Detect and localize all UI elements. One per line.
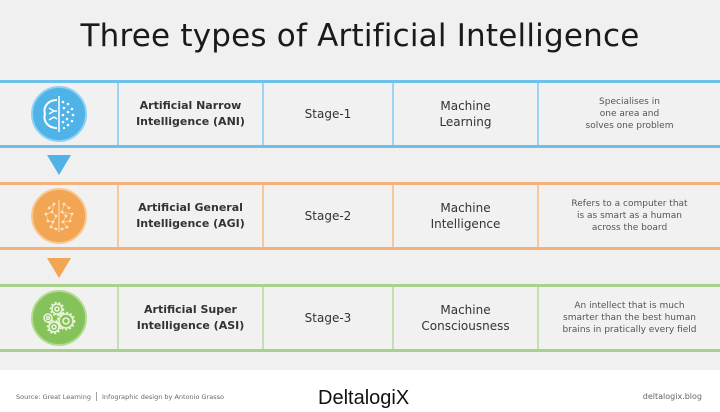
technology-cell: Machine Learning (394, 83, 539, 145)
stage-label: Stage-2 (304, 209, 352, 223)
description-text: Specialises in one area and solves one p… (585, 97, 674, 131)
technology-cell: Machine Consciousness (394, 287, 539, 349)
description-cell: An intellect that is much smarter than t… (539, 287, 720, 349)
page-title: Three types of Artificial Intelligence (80, 18, 640, 54)
ai-type-cell: Artificial Narrow Intelligence (ANI) (119, 83, 264, 145)
icon-cell (0, 83, 119, 145)
separator: | (94, 392, 99, 402)
ai-type-cell: Artificial Super Intelligence (ASI) (119, 287, 264, 349)
down-arrow-icon (47, 155, 71, 175)
ai-type-name: Artificial Narrow Intelligence (ANI) (136, 99, 245, 128)
table-row-asi: Artificial Super Intelligence (ASI) Stag… (0, 284, 720, 352)
ai-type-cell: Artificial General Intelligence (AGI) (119, 185, 264, 247)
description-cell: Specialises in one area and solves one p… (539, 83, 720, 145)
stage-cell: Stage-3 (264, 287, 394, 349)
brain-circuit-icon (30, 86, 87, 142)
description-text: Refers to a computer that is as smart as… (571, 199, 688, 233)
description-cell: Refers to a computer that is as smart as… (539, 185, 720, 247)
description-text: An intellect that is much smarter than t… (562, 301, 697, 335)
icon-cell (0, 287, 119, 349)
technology-label: Machine Consciousness (421, 303, 510, 333)
stage-cell: Stage-1 (264, 83, 394, 145)
ai-type-name: Artificial Super Intelligence (ASI) (136, 303, 245, 332)
gears-icon (30, 290, 87, 346)
ai-type-name: Artificial General Intelligence (AGI) (136, 201, 245, 230)
stage-label: Stage-1 (304, 107, 352, 121)
technology-label: Machine Intelligence (430, 201, 501, 231)
brain-network-icon (30, 188, 87, 244)
down-arrow-icon (47, 258, 71, 278)
stage-label: Stage-3 (304, 311, 352, 325)
icon-cell (0, 185, 119, 247)
site-link[interactable]: deltalogix.blog (642, 392, 702, 401)
footer: Source: Great Learning|Infographic desig… (0, 370, 720, 412)
deltalogix-logo: DeltalogiX (318, 387, 410, 409)
design-credit-text: Infographic design by Antonio Grasso (102, 393, 224, 401)
table-row-ani: Artificial Narrow Intelligence (ANI) Sta… (0, 80, 720, 148)
stage-cell: Stage-2 (264, 185, 394, 247)
table-row-agi: Artificial General Intelligence (AGI) St… (0, 182, 720, 250)
technology-cell: Machine Intelligence (394, 185, 539, 247)
footer-credits: Source: Great Learning|Infographic desig… (16, 392, 224, 402)
source-text: Source: Great Learning (16, 393, 91, 401)
technology-label: Machine Learning (439, 99, 492, 129)
